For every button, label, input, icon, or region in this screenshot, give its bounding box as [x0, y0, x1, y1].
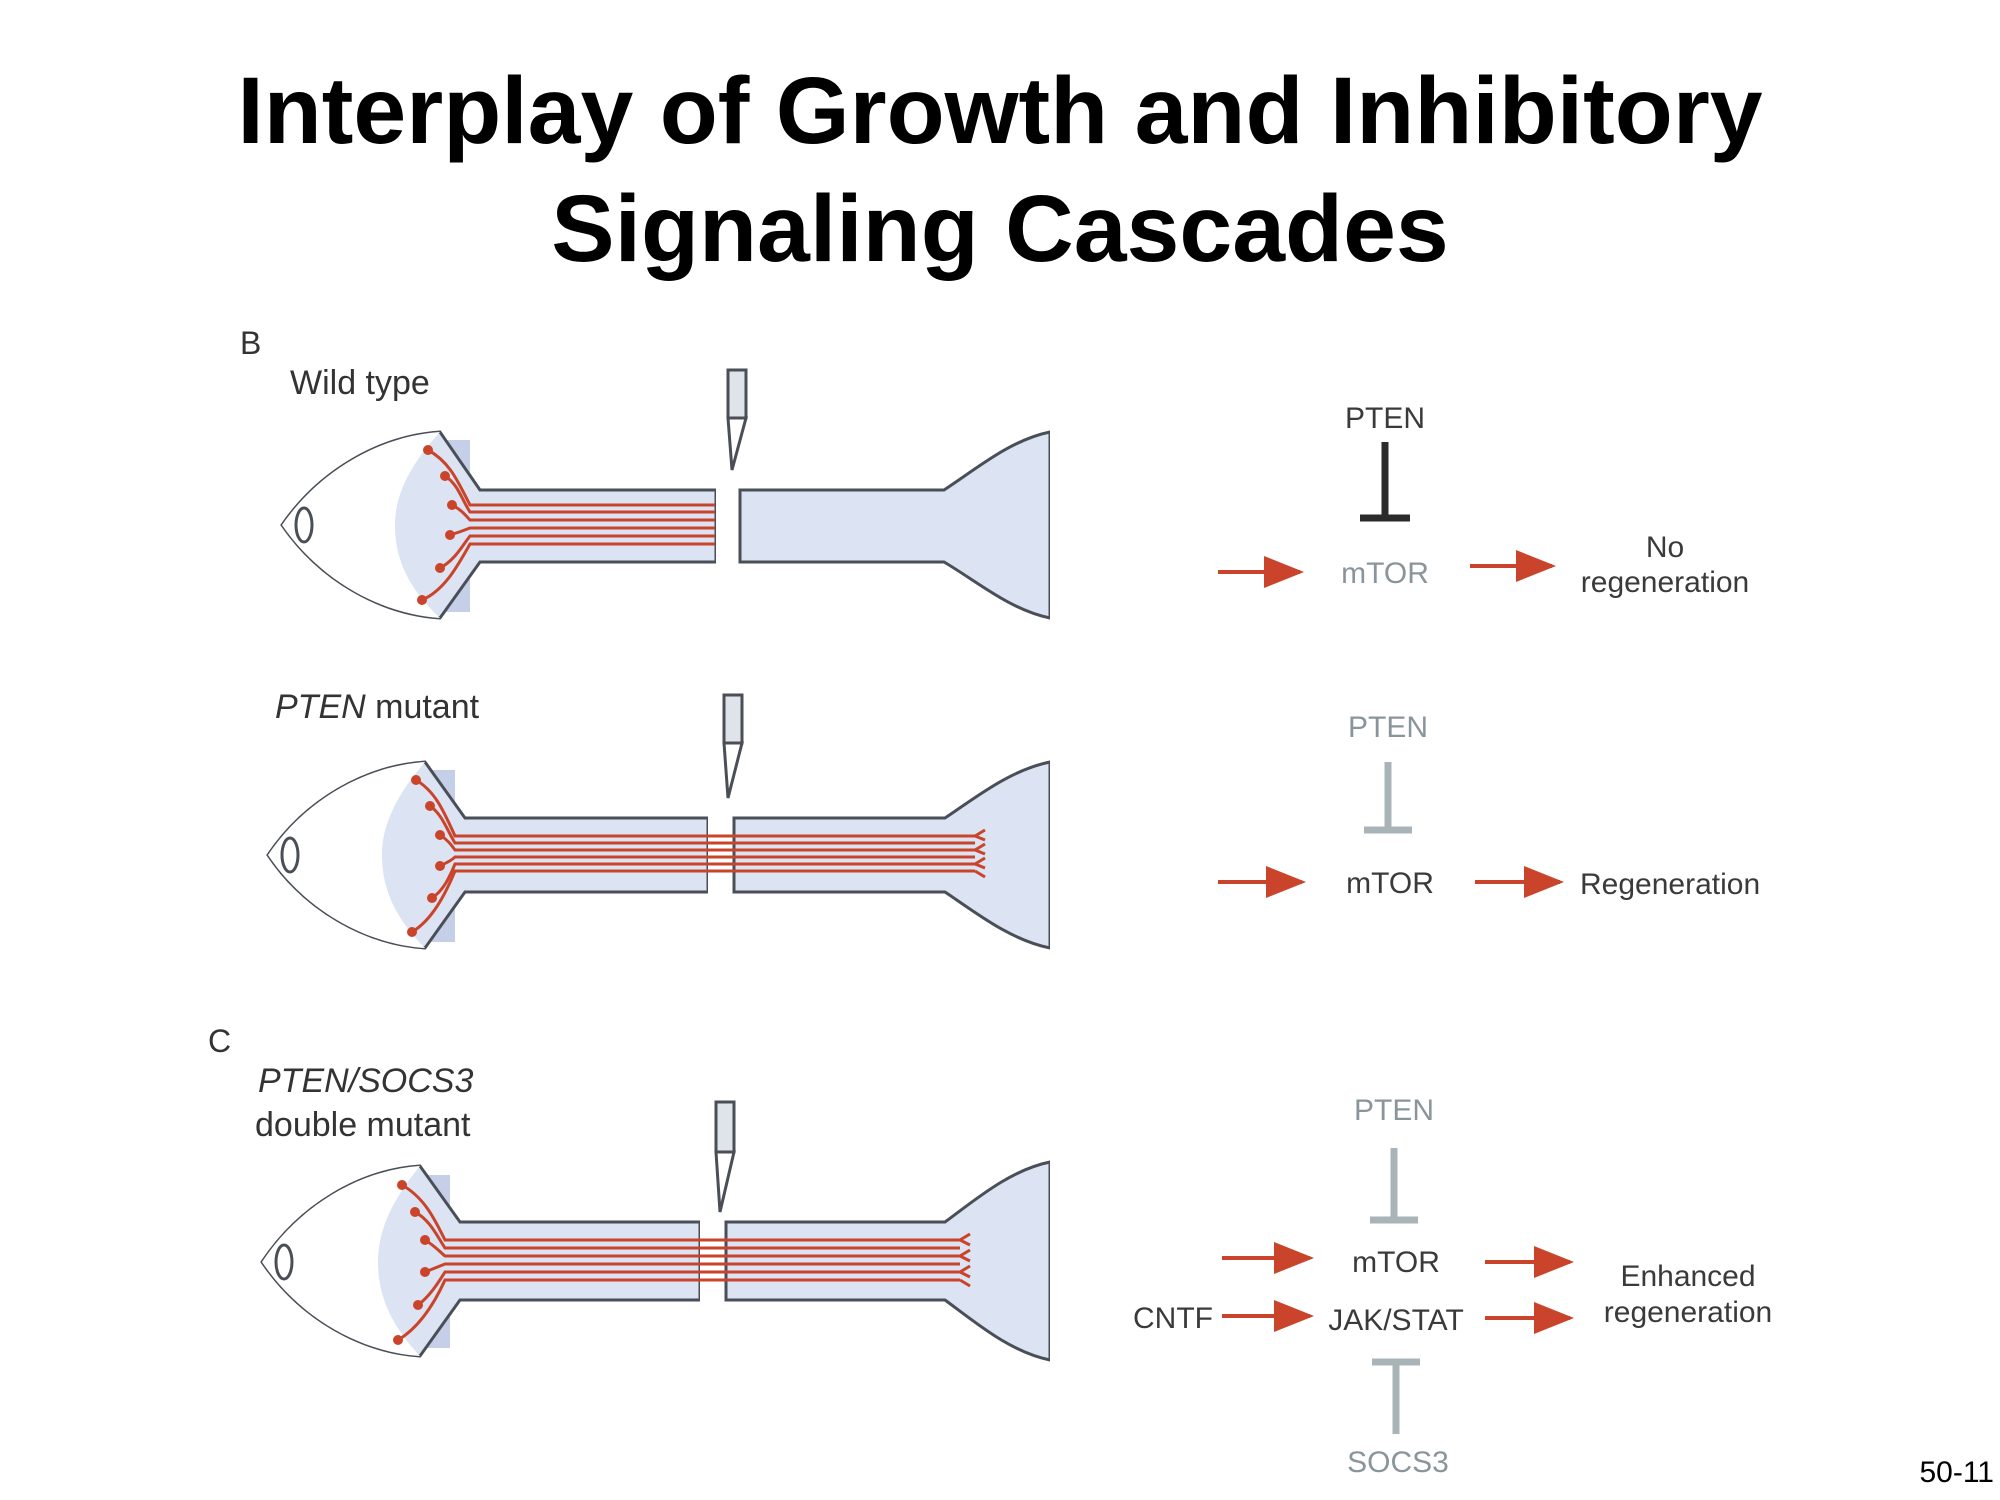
cell-bodies — [393, 1180, 430, 1345]
blade-icon — [726, 368, 748, 471]
dm-inhibitor-socs3: SOCS3 — [1347, 1446, 1449, 1479]
pten-mutant-pathway: PTEN mTOR Regeneration — [1218, 711, 1760, 901]
pten-mutant-label-rest: mutant — [366, 688, 480, 726]
double-mutant-label-line1: PTEN/SOCS3 — [258, 1062, 473, 1100]
dm-outcome-line2: regeneration — [1604, 1296, 1772, 1329]
panel-b-letter: B — [240, 325, 261, 361]
crush-gap — [716, 488, 740, 566]
eye-white — [268, 762, 425, 948]
eye-white — [262, 1166, 420, 1356]
wild-type-eye-nerve — [280, 368, 1062, 625]
lens — [294, 506, 314, 544]
wt-node-mtor: mTOR — [1341, 557, 1429, 590]
dm-node-mtor: mTOR — [1352, 1246, 1440, 1279]
nerve-end-mask — [1050, 755, 1062, 955]
double-mutant-pathway: PTEN mTOR CNTF JAK/STAT SOCS3 Enhanced r… — [1133, 1094, 1772, 1479]
wt-inhibitor-pten: PTEN — [1345, 402, 1425, 435]
axons — [397, 1183, 960, 1342]
dm-node-jak-stat: JAK/STAT — [1328, 1304, 1464, 1337]
title-line-2: Signaling Cascades — [551, 176, 1449, 282]
panel-c-letter: C — [208, 1023, 231, 1059]
growth-cones — [974, 828, 986, 879]
lens — [280, 836, 300, 874]
dm-input-cntf: CNTF — [1133, 1302, 1213, 1335]
nerve-distal — [724, 1160, 1052, 1362]
pten-mutant-label: PTEN mutant — [275, 688, 480, 726]
nerve-proximal — [480, 488, 718, 564]
pm-outcome: Regeneration — [1580, 868, 1760, 901]
double-mutant-label-line2: double mutant — [255, 1106, 471, 1144]
wild-type-label: Wild type — [290, 364, 430, 402]
nerve-proximal — [460, 1220, 702, 1302]
cell-bodies — [417, 445, 457, 605]
growth-cones — [959, 1232, 971, 1288]
wt-outcome-line2: regeneration — [1581, 566, 1749, 599]
pm-inhibitor-pten: PTEN — [1348, 711, 1428, 744]
cell-bodies — [407, 775, 445, 937]
nerve-end-mask — [1050, 425, 1062, 625]
crush-gap — [700, 1220, 726, 1304]
wild-type-pathway: PTEN mTOR No regeneration — [1218, 402, 1749, 599]
slide-title: Interplay of Growth and Inhibitory Signa… — [0, 52, 2000, 288]
lens — [274, 1243, 294, 1281]
slide-number: 50-11 — [1919, 1456, 1994, 1489]
eye-white — [282, 432, 440, 618]
nerve-end-mask — [1050, 1155, 1062, 1365]
wt-outcome-line1: No — [1646, 531, 1684, 564]
blade-icon — [714, 1100, 736, 1213]
dm-outcome-line1: Enhanced — [1620, 1260, 1755, 1293]
pten-mutant-label-gene: PTEN — [275, 688, 366, 726]
title-line-1: Interplay of Growth and Inhibitory — [237, 58, 1763, 164]
double-mutant-eye-nerve — [260, 1100, 1062, 1365]
axons — [411, 778, 975, 934]
nerve-proximal — [465, 816, 710, 894]
nerve-distal — [732, 760, 1052, 950]
blade-icon — [722, 693, 744, 799]
dm-inhibitor-pten: PTEN — [1354, 1094, 1434, 1127]
pten-mutant-eye-nerve — [266, 693, 1062, 955]
nerve-distal — [738, 430, 1052, 620]
pm-node-mtor: mTOR — [1346, 867, 1434, 900]
